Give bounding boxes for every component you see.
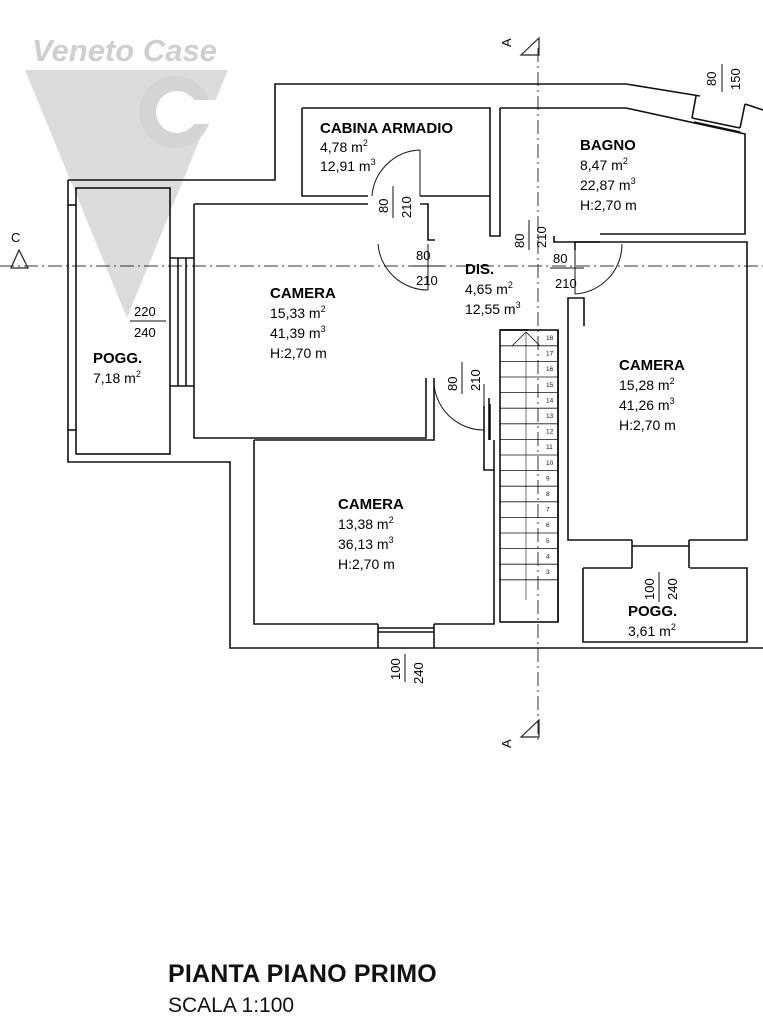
camera2-door-width: 80: [553, 251, 567, 266]
stair-step-number: 4: [546, 553, 550, 560]
pogg1-name: POGG.: [93, 350, 142, 367]
door-swings: [371, 149, 623, 431]
stair-step-number: 13: [546, 413, 554, 420]
stair-step-number: 9: [546, 475, 550, 482]
camera2-door-height: 210: [555, 276, 577, 291]
pogg2-door-height: 240: [665, 578, 680, 600]
bagno-door-height: 210: [534, 226, 549, 248]
cabina-volume: 12,91 m3: [320, 157, 376, 174]
stair-step-number: 14: [546, 397, 554, 404]
camera3-area: 13,38 m2: [338, 515, 394, 532]
pogg1-height: 240: [134, 325, 156, 340]
stair-step-number: 17: [546, 351, 554, 358]
camera1-door-height: 210: [416, 273, 438, 288]
bagno-area: 8,47 m2: [580, 156, 628, 173]
camera3-height: H:2,70 m: [338, 556, 395, 572]
camera1-volume: 41,39 m3: [270, 324, 326, 341]
stair-step-number: 5: [546, 538, 550, 545]
plan-title: PIANTA PIANO PRIMO: [168, 960, 437, 988]
pogg1-width: 220: [134, 304, 156, 319]
bagno-volume: 22,87 m3: [580, 176, 636, 193]
bagno-name: BAGNO: [580, 137, 636, 154]
pogg2-name: POGG.: [628, 603, 677, 620]
cabina-area: 4,78 m2: [320, 138, 368, 155]
stair-step-number: 7: [546, 507, 550, 514]
stair-step-number: 15: [546, 382, 554, 389]
dis-volume: 12,55 m3: [465, 300, 521, 317]
stair-step-number: 3: [546, 569, 550, 576]
stair-step-number: 18: [546, 335, 554, 342]
dis-name: DIS.: [465, 261, 494, 278]
camera3-window-width: 100: [388, 658, 403, 680]
camera2-name: CAMERA: [619, 357, 685, 374]
camera1-height: H:2,70 m: [270, 345, 327, 361]
cabina-door-width: 80: [376, 199, 391, 213]
camera2-area: 15,28 m2: [619, 376, 675, 393]
cabina-door-height: 210: [399, 196, 414, 218]
stair-step-number: 11: [546, 444, 553, 451]
staircase: 18 17 16 15 14 13 12 11 10 9 8 7 6 5 4 3: [500, 335, 558, 581]
walls: [67, 83, 763, 649]
camera3-volume: 36,13 m3: [338, 535, 394, 552]
camera1-name: CAMERA: [270, 285, 336, 302]
bagno-height: H:2,70 m: [580, 197, 637, 213]
stair-step-number: 8: [546, 491, 550, 498]
stair-step-number: 10: [546, 460, 554, 467]
stair-step-number: 12: [546, 429, 554, 436]
camera2-height: H:2,70 m: [619, 417, 676, 433]
bagno-door-width: 80: [512, 234, 527, 248]
section-c-left: C: [11, 230, 20, 245]
bagno-window-width: 80: [704, 72, 719, 86]
camera3-window-height: 240: [411, 662, 426, 684]
plan-scale: SCALA 1:100: [168, 994, 295, 1017]
section-a-top: A: [499, 38, 514, 47]
section-markers: [10, 36, 540, 738]
bagno-window-height: 150: [728, 68, 743, 90]
pogg2-area: 3,61 m2: [628, 622, 676, 639]
camera3-door-height: 210: [468, 369, 483, 391]
camera1-area: 15,33 m2: [270, 304, 326, 321]
section-a-bottom: A: [499, 739, 514, 748]
pogg2-door-width: 100: [642, 578, 657, 600]
camera3-name: CAMERA: [338, 496, 404, 513]
camera3-door-width: 80: [445, 377, 460, 391]
camera2-volume: 41,26 m3: [619, 396, 675, 413]
section-lines: [0, 48, 763, 740]
watermark-brand: Veneto Case: [32, 33, 217, 68]
dis-area: 4,65 m2: [465, 280, 513, 297]
pogg1-area: 7,18 m2: [93, 369, 141, 386]
cabina-name: CABINA ARMADIO: [320, 120, 453, 137]
stair-step-number: 16: [546, 366, 554, 373]
stair-step-number: 6: [546, 522, 550, 529]
camera1-door-width: 80: [416, 248, 430, 263]
watermark-logo: Veneto Case: [25, 33, 228, 318]
